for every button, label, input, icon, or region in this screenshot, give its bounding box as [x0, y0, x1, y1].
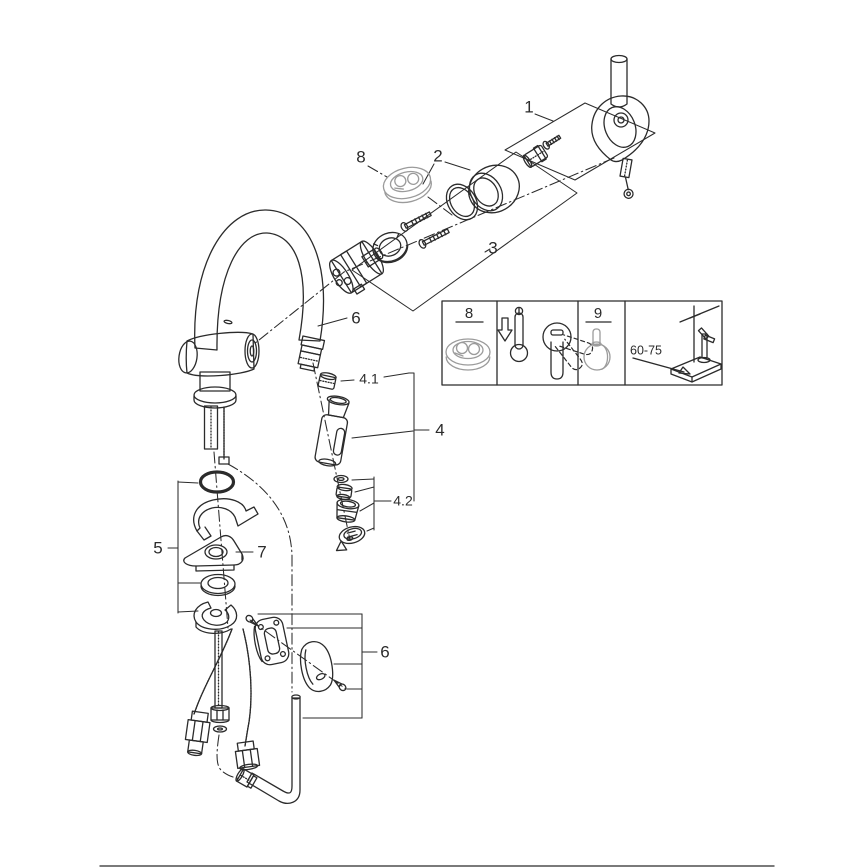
base-o-ring [198, 470, 236, 494]
part-6-guide-group [235, 614, 347, 804]
hose-fitting-right [234, 740, 261, 771]
mounting-nut [210, 704, 230, 724]
part-1-lever-handle [522, 54, 650, 199]
threaded-rod [214, 630, 223, 709]
callout-6-hose: 6 [351, 308, 360, 327]
cartridge [329, 240, 385, 295]
part-4-2-spray-face [335, 525, 366, 552]
construction-lines [167, 102, 656, 780]
callout-5: 5 [153, 538, 162, 557]
c-clamp [193, 601, 238, 634]
callout-4-2: 4.2 [393, 493, 413, 509]
inset-9-label: 9 [594, 305, 602, 322]
hose-guide-tube [235, 694, 301, 804]
part-5-mounting-stack [183, 470, 259, 634]
cartridge-screw-2 [418, 228, 450, 249]
inset-cell-temperature [497, 306, 594, 380]
faucet-body-and-spout [178, 209, 326, 465]
callout-7: 7 [257, 542, 266, 561]
part-4-spray-head-group [314, 372, 366, 552]
inset-cell-9: 9 [583, 305, 612, 371]
part-8-temperature-limiter [382, 166, 432, 204]
hose-fitting-left [184, 710, 211, 757]
body-column [199, 371, 231, 392]
inset-border [441, 300, 723, 386]
clip-screw-bottom [333, 679, 347, 692]
cap-o-ring [445, 183, 479, 221]
swivel-ball-part-icon [583, 328, 611, 371]
part-2-cap-group [445, 164, 520, 221]
handle-adapter [522, 144, 549, 169]
shank-braided-hose [218, 406, 230, 465]
part-4-1-check-valve [317, 372, 337, 390]
hose-end-connector [297, 335, 326, 372]
callout-3: 3 [488, 238, 497, 257]
part-4-2-mousseur [336, 498, 360, 523]
cartridge-screw-1 [400, 211, 432, 232]
lever-handle-positions-icon [542, 322, 594, 380]
inset-cell-dimension: 60-75 [630, 305, 722, 383]
callout-4-1: 4.1 [359, 371, 379, 387]
inset-cell-8: 8 [445, 305, 491, 371]
part-4-2-washer [333, 474, 349, 484]
rubber-washer [200, 573, 236, 597]
set-screw-and-hex-key [619, 157, 634, 199]
part-3-cartridge-group [329, 211, 450, 295]
callout-6-guide: 6 [380, 642, 389, 661]
temperature-limiter-disc-icon [445, 338, 491, 371]
thermometer-down-arrow-icon [497, 306, 529, 363]
inset-panel: 8 [441, 300, 723, 386]
body-head-cylinder [185, 331, 255, 377]
part-4-spray-head [314, 395, 350, 467]
base-flange [193, 386, 237, 404]
plane-part-3 [351, 151, 578, 312]
installation-depth-sketch-icon [632, 305, 722, 383]
crescent-plate [193, 498, 259, 541]
callout-labels: 1 2 8 3 6 4.1 4 4.2 5 7 6 [153, 97, 533, 661]
spout-arc [194, 209, 325, 351]
supply-hoses-and-rod [184, 628, 261, 771]
part-7-triangle-bracket [183, 534, 244, 572]
rod-washer [212, 725, 228, 733]
cap-dome [468, 164, 520, 214]
guide-clip-cover [299, 641, 334, 693]
clip-screw-top [245, 614, 259, 627]
callout-4: 4 [435, 420, 444, 439]
retaining-ring [372, 231, 409, 264]
handle-screw [542, 134, 562, 150]
part-4-2-insert [335, 483, 353, 501]
threaded-shank [203, 405, 219, 450]
dimension-range-label: 60-75 [630, 343, 662, 357]
callout-8: 8 [356, 147, 365, 166]
plane-part-1 [504, 102, 656, 181]
callout-2: 2 [433, 146, 442, 165]
callout-1: 1 [524, 97, 533, 116]
guide-mounting-plate [253, 616, 290, 666]
inset-8-label: 8 [465, 305, 473, 322]
